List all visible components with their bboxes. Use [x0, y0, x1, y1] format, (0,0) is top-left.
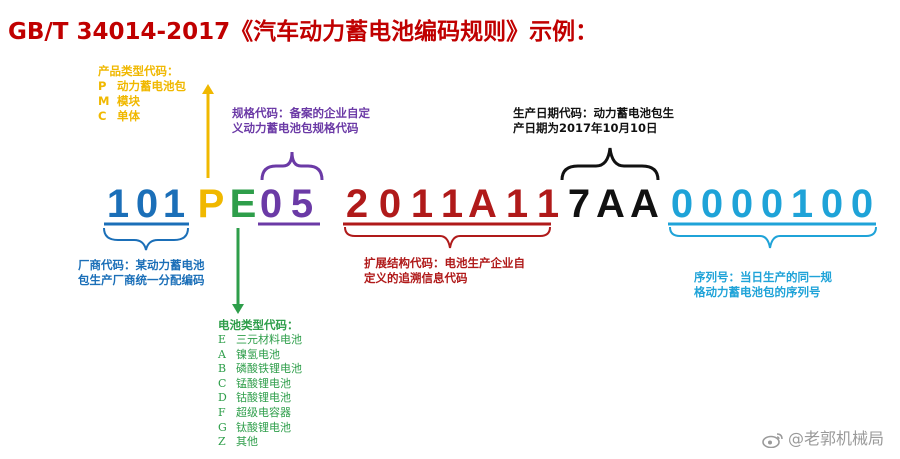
battery-type-label: 钴酸锂电池: [236, 391, 291, 405]
product-type-key: M: [98, 94, 110, 108]
battery-type-item: G 钛酸锂电池: [218, 421, 302, 436]
date-brace: [560, 147, 660, 181]
code-char: 0: [259, 182, 283, 226]
product-type-note: 产品类型代码： P 动力蓄电池包 M 模块 C 单体: [98, 64, 186, 124]
code-char: 0: [700, 182, 724, 226]
maker-code-line-1: 厂商代码：某动力蓄电池: [78, 258, 205, 272]
code-char: P: [197, 182, 225, 226]
maker-code-note: 厂商代码：某动力蓄电池 包生产厂商统一分配编码: [78, 258, 205, 288]
date-code-line-2: 产日期为2017年10月10日: [513, 121, 658, 135]
battery-type-label: 三元材料电池: [236, 333, 302, 346]
battery-type-label: 镍氢电池: [236, 347, 280, 361]
code-char: 2: [345, 182, 369, 226]
product-type-label: 模块: [117, 94, 140, 108]
code-char: 5: [290, 182, 314, 226]
product-arrow-head: [202, 84, 214, 94]
code-char: A: [630, 182, 659, 226]
date-code-note: 生产日期代码：动力蓄电池包生 产日期为2017年10月10日: [513, 106, 674, 136]
battery-type-key: E: [218, 333, 227, 346]
spec-code-line-1: 规格代码：备案的企业自定: [232, 106, 370, 120]
code-char: 1: [790, 182, 814, 226]
battery-type-item: B 磷酸铁锂电池: [218, 362, 302, 377]
code-char: 1: [410, 182, 434, 226]
battery-type-label: 超级电容器: [236, 405, 291, 419]
code-char: 1: [440, 182, 464, 226]
product-type-item: C 单体: [98, 109, 186, 124]
date-code-line-1: 生产日期代码：动力蓄电池包生: [513, 106, 674, 120]
battery-type-heading: 电池类型代码：: [218, 318, 299, 332]
ext-bracket: [344, 226, 551, 249]
ext-code-line-2: 定义的追溯信息代码: [364, 271, 468, 285]
spec-code-line-2: 义动力蓄电池包规格代码: [232, 121, 359, 135]
ext-code-line-1: 扩展结构代码：电池生产企业自: [364, 256, 525, 270]
code-char: 0: [730, 182, 754, 226]
product-type-label: 单体: [117, 109, 140, 123]
code-char: A: [596, 182, 625, 226]
ext-code-note: 扩展结构代码：电池生产企业自 定义的追溯信息代码: [364, 256, 525, 286]
battery-type-list: E 三元材料电池 A 镍氢电池 B 磷酸铁锂电池 C 锰酸锂电池 D 钴酸锂电池 F 超级电容器 G 钛酸…: [218, 333, 302, 450]
battery-type-key: A: [218, 347, 226, 361]
product-type-key: P: [98, 79, 107, 93]
code-char: 1: [162, 182, 186, 226]
battery-type-label: 钛酸锂电池: [236, 420, 291, 434]
battery-type-item: C 锰酸锂电池: [218, 377, 302, 392]
serial-code-line-1: 序列号：当日生产的同一规: [694, 270, 832, 284]
product-type-heading: 产品类型代码：: [98, 64, 179, 78]
code-char: 1: [106, 182, 130, 226]
battery-type-item: Z 其他: [218, 435, 302, 450]
spec-code-note: 规格代码：备案的企业自定 义动力蓄电池包规格代码: [232, 106, 370, 136]
code-char: 1: [536, 182, 560, 226]
battery-type-key: C: [218, 376, 227, 390]
code-char: 0: [850, 182, 874, 226]
battery-type-item: A 镍氢电池: [218, 348, 302, 363]
watermark-text: @老郭机械局: [787, 429, 884, 448]
serial-code-line-2: 格动力蓄电池包的序列号: [694, 285, 821, 299]
product-type-label: 动力蓄电池包: [117, 79, 186, 93]
watermark: @老郭机械局: [762, 425, 884, 449]
product-type-list: P 动力蓄电池包 M 模块 C 单体: [98, 79, 186, 124]
battery-type-key: G: [218, 420, 227, 434]
code-char: 0: [135, 182, 159, 226]
maker-code-line-2: 包生产厂商统一分配编码: [78, 273, 205, 287]
code-char: E: [229, 182, 257, 226]
code-char: 0: [378, 182, 402, 226]
battery-type-item: E 三元材料电池: [218, 333, 302, 348]
battery-type-label: 磷酸铁锂电池: [236, 362, 302, 376]
code-char: 0: [760, 182, 784, 226]
battery-type-key: D: [218, 391, 227, 405]
spec-brace: [260, 151, 324, 181]
battery-type-key: Z: [218, 435, 226, 449]
battery-type-item: D 钴酸锂电池: [218, 391, 302, 406]
code-char: 0: [670, 182, 694, 226]
maker-brace: [103, 227, 189, 251]
battery-type-key: B: [218, 362, 227, 376]
weibo-icon: [762, 432, 783, 448]
page-title: GB/T 34014-2017《汽车动力蓄电池编码规则》示例：: [8, 19, 599, 45]
product-type-key: C: [98, 109, 107, 123]
code-char: 0: [820, 182, 844, 226]
code-char: 7: [567, 182, 591, 226]
code-char: 1: [505, 182, 529, 226]
battery-type-item: F 超级电容器: [218, 406, 302, 421]
code-char: A: [468, 182, 497, 226]
battery-type-key: F: [218, 405, 226, 419]
battery-type-label: 其他: [236, 435, 258, 449]
product-type-item: P 动力蓄电池包: [98, 79, 186, 94]
battery-arrow-head: [232, 304, 244, 314]
serial-code-note: 序列号：当日生产的同一规 格动力蓄电池包的序列号: [694, 270, 832, 300]
serial-bracket: [669, 226, 877, 249]
product-type-item: M 模块: [98, 94, 186, 109]
battery-type-label: 锰酸锂电池: [236, 376, 291, 390]
